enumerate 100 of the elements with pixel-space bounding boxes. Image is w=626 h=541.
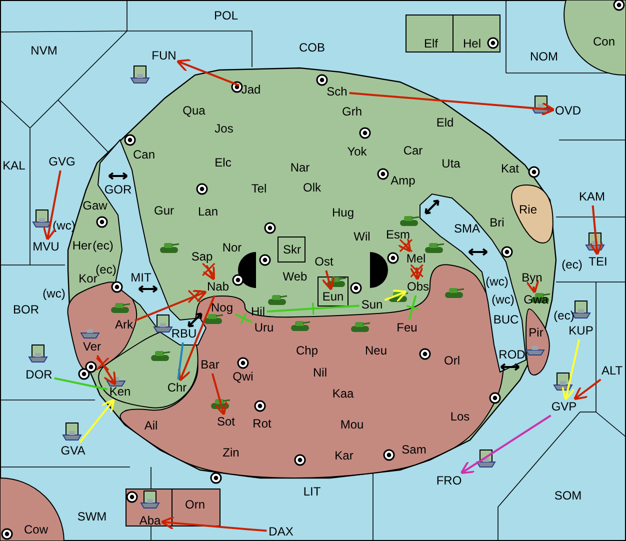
- region-label: Ken: [109, 386, 131, 398]
- coast-label: (wc): [42, 288, 66, 300]
- coast-label: (ec): [562, 258, 582, 272]
- region-label: Byn: [522, 272, 542, 284]
- region-label: Hug: [332, 206, 354, 220]
- region-label: Elc: [214, 156, 232, 170]
- region-label: KAM: [579, 190, 605, 204]
- arrow: [526, 278, 540, 294]
- region-label: MIT: [130, 272, 152, 284]
- region-label: Con: [593, 36, 615, 48]
- region-label: Zin: [222, 446, 240, 460]
- region-label: Eun: [322, 290, 344, 304]
- region-label: OVD: [555, 104, 581, 118]
- region-label: Tel: [251, 182, 267, 196]
- region-label: Uru: [254, 322, 274, 334]
- arrow: [211, 373, 228, 416]
- region-label: DOR: [26, 368, 52, 382]
- region-label: Amp: [390, 174, 416, 188]
- region-label: Nar: [290, 162, 310, 174]
- region-label: GVA: [60, 444, 86, 458]
- line: [408, 295, 417, 320]
- region-label: Eld: [436, 116, 454, 130]
- region-label: BUC: [493, 314, 519, 326]
- region-label: Nab: [207, 280, 229, 294]
- region-label: MVU: [32, 240, 60, 254]
- region-label: NOM: [530, 50, 558, 64]
- arrow: [178, 295, 216, 382]
- region-label: Can: [133, 148, 155, 162]
- arrow: [561, 339, 580, 401]
- region-label: Cow: [24, 524, 48, 536]
- coast-label: (wc): [492, 294, 514, 306]
- arrow: [42, 170, 62, 241]
- region-label: Jos: [214, 122, 234, 136]
- region-label: Ark: [115, 318, 133, 332]
- region-label: NVM: [30, 44, 58, 58]
- region-label: Nil: [313, 366, 327, 380]
- region-label: Elf: [424, 38, 438, 50]
- region-label: Los: [450, 410, 470, 424]
- region-label: Bri: [490, 216, 504, 230]
- coast-label: (wc): [486, 276, 508, 288]
- line: [234, 313, 253, 324]
- arrow: [410, 266, 424, 281]
- region-label: Mel: [406, 252, 426, 266]
- region-label: RBU: [171, 328, 197, 340]
- arrow: [96, 354, 116, 386]
- region-label: SOM: [554, 490, 582, 502]
- coast-label: (ec): [96, 264, 116, 276]
- region-label: Ver: [83, 340, 101, 354]
- region-label: Gaw: [82, 200, 108, 212]
- region-label: Sun: [361, 298, 383, 312]
- region-label: Car: [403, 144, 423, 158]
- arrow: [202, 265, 215, 281]
- region-label: Nog: [211, 302, 233, 314]
- region-label: Bar: [200, 358, 220, 372]
- region-label: Jad: [241, 84, 261, 96]
- region-label: SMA: [454, 222, 480, 236]
- region-label: Her: [72, 240, 92, 252]
- region-label: POL: [214, 10, 238, 22]
- region-label: Skr: [283, 244, 301, 256]
- region-label: Rot: [252, 418, 272, 430]
- region-label: Qua: [182, 104, 206, 118]
- region-label: Feu: [396, 322, 418, 334]
- line: [54, 377, 108, 390]
- region-label: GVG: [48, 156, 76, 168]
- region-label: SWM: [77, 510, 107, 524]
- region-label: Nor: [222, 242, 242, 254]
- arrow: [78, 398, 115, 444]
- coast-label: (ec): [554, 310, 574, 322]
- region-label: Mou: [340, 418, 364, 432]
- arrow: [321, 270, 335, 291]
- region-label: Lan: [198, 206, 218, 218]
- region-label: FUN: [152, 50, 176, 62]
- region-label: Qwi: [232, 370, 254, 384]
- region-label: BOR: [13, 304, 39, 316]
- region-label: Rie: [519, 204, 537, 216]
- region-label: GOR: [104, 184, 132, 196]
- arrow: [349, 92, 556, 116]
- region-label: Chp: [296, 344, 318, 358]
- region-label: Gur: [154, 204, 174, 218]
- arrow: [176, 58, 240, 86]
- region-label: Orn: [185, 498, 205, 512]
- arrow: [460, 414, 552, 474]
- region-label: Hil: [251, 306, 265, 318]
- region-label: Neu: [365, 344, 387, 358]
- line: [177, 342, 184, 380]
- region-label: GVP: [551, 400, 577, 414]
- region-label: Esm: [386, 228, 410, 242]
- region-label: TEI: [588, 256, 608, 268]
- region-label: ROD: [498, 348, 526, 362]
- region-label: Sam: [402, 444, 426, 456]
- region-label: LIT: [303, 486, 321, 498]
- region-label: KUP: [568, 324, 594, 338]
- region-label: Chr: [167, 382, 187, 394]
- region-label: Sap: [191, 250, 213, 264]
- region-label: Pir: [528, 326, 544, 340]
- arrow: [589, 205, 604, 256]
- region-label: Orl: [444, 354, 460, 368]
- region-label: Olk: [303, 182, 321, 194]
- region-label: COB: [299, 42, 325, 54]
- region-label: DAX: [268, 526, 294, 538]
